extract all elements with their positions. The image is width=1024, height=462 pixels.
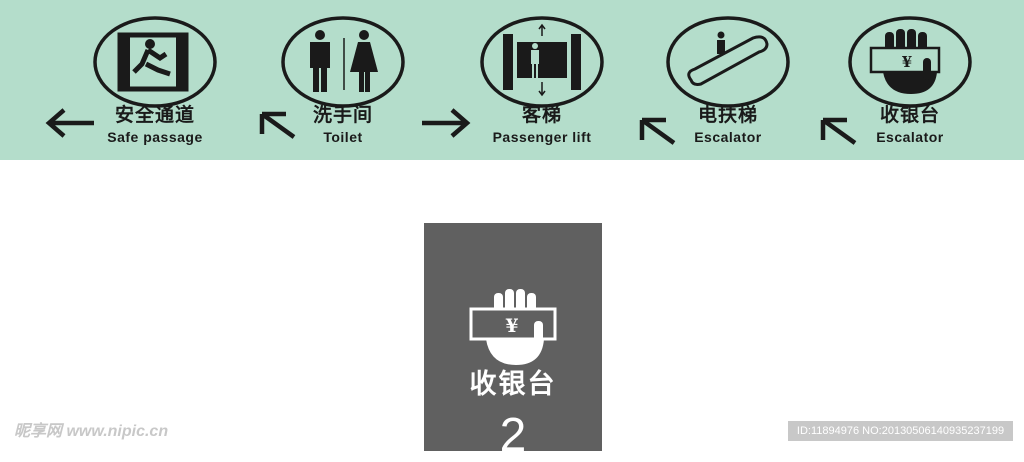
sign-label-cn: 电扶梯 bbox=[697, 104, 758, 126]
sign-label-en: Escalator bbox=[876, 129, 944, 145]
sign-label-en: Toilet bbox=[323, 129, 363, 145]
sign-label-en: Safe passage bbox=[107, 129, 203, 145]
sign-cashier: ¥ 收银台 Escalator bbox=[845, 14, 975, 154]
sign-label-cn: 洗手间 bbox=[312, 104, 373, 126]
arrow-up-left-icon bbox=[259, 111, 296, 139]
emergency-exit-icon bbox=[93, 16, 217, 108]
panel-label: 收银台 bbox=[469, 369, 557, 400]
image-id-label: ID:11894976 NO:20130506140935237199 bbox=[788, 421, 1013, 441]
arrow-left-icon bbox=[45, 108, 94, 138]
sign-toilet: 洗手间 Toilet bbox=[278, 14, 408, 154]
sign-escalator: 电扶梯 Escalator bbox=[663, 14, 793, 154]
arrow-up-left-icon bbox=[639, 117, 676, 145]
sign-label-cn: 客梯 bbox=[521, 104, 562, 126]
elevator-icon bbox=[480, 16, 604, 108]
arrow-right-icon bbox=[422, 108, 471, 138]
yen-symbol: ¥ bbox=[505, 315, 518, 337]
yen-symbol: ¥ bbox=[902, 53, 912, 71]
signage-band: 安全通道 Safe passage 洗手间 Toilet 客梯 Passenge… bbox=[0, 0, 1024, 160]
panel-number: 2 bbox=[499, 409, 527, 462]
arrow-up-left-icon bbox=[820, 117, 857, 145]
sign-label-en: Passenger lift bbox=[492, 129, 592, 145]
sign-label-en: Escalator bbox=[694, 129, 762, 145]
escalator-icon bbox=[666, 16, 790, 108]
cashier-icon: ¥ bbox=[848, 16, 972, 108]
toilet-icon bbox=[281, 16, 405, 108]
sign-label-cn: 安全通道 bbox=[114, 104, 195, 126]
sign-passenger-lift: 客梯 Passenger lift bbox=[477, 14, 607, 154]
sign-safe-passage: 安全通道 Safe passage bbox=[90, 14, 220, 154]
watermark: 昵享网 www.nipic.cn bbox=[14, 423, 169, 440]
cashier-panel: ¥ 收银台 2 bbox=[424, 223, 602, 461]
sign-label-cn: 收银台 bbox=[879, 104, 940, 126]
cashier-icon: ¥ bbox=[469, 289, 557, 365]
